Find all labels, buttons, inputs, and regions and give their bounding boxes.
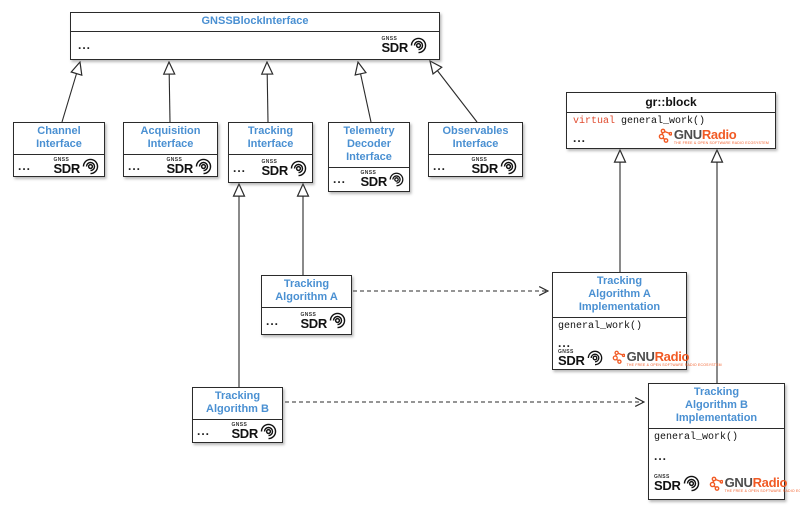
members-ellipsis: ... — [654, 449, 668, 464]
gnss-sdr-logo-top-text: GNSS — [53, 157, 70, 164]
method-name: general_work() — [615, 116, 706, 128]
gnss-sdr-logo: GNSS SDR — [166, 157, 213, 176]
gnss-sdr-logo: GNSS SDR — [654, 474, 701, 493]
gnuradio-tagline: THE FREE & OPEN SOFTWARE RADIO ECOSYSTEM — [724, 488, 800, 493]
gnss-sdr-logo-top-text: GNSS — [471, 157, 488, 164]
sdr-spiral-icon — [195, 158, 212, 175]
gnss-sdr-logo-main-text: SDR — [166, 161, 193, 177]
gnss-sdr-logo-main-text: SDR — [654, 478, 681, 494]
method-signature: general_work() — [654, 431, 739, 443]
method-signature: virtual general_work() — [573, 116, 705, 129]
inheritance-arrow-telemetry — [358, 62, 372, 123]
members-ellipsis: ... — [333, 172, 347, 187]
gnuradio-logo: GNURadio THE FREE & OPEN SOFTWARE RADIO … — [658, 128, 769, 146]
gnuradio-gnu-text: GNU — [724, 474, 753, 490]
gnss-sdr-logo: GNSS SDR — [231, 422, 278, 441]
class-box-tracking-interface: Tracking Interface ... GNSS SDR — [228, 122, 313, 183]
members-ellipsis: ... — [433, 159, 447, 174]
members-ellipsis: ... — [266, 313, 280, 328]
sdr-spiral-icon — [500, 158, 517, 175]
class-title: Tracking Interface — [229, 123, 312, 155]
sdr-spiral-icon — [82, 158, 99, 175]
class-box-telemetry-decoder-interface: Telemetry Decoder Interface ... GNSS SDR — [328, 122, 410, 192]
gnss-sdr-logo-main-text: SDR — [300, 315, 327, 331]
members-ellipsis: ... — [78, 38, 92, 53]
class-box-tracking-algorithm-a-implementation: Tracking Algorithm A Implementation gene… — [552, 272, 722, 370]
sdr-spiral-icon — [587, 351, 602, 366]
class-box-observables-interface: Observables Interface ... GNSS SDR — [428, 122, 523, 177]
inheritance-arrow-tracking — [267, 62, 268, 123]
gnuradio-gnu-text: GNU — [673, 126, 702, 142]
gnuradio-gnu-text: GNU — [626, 348, 655, 364]
gnuradio-radio-text: Radio — [701, 126, 737, 142]
sdr-spiral-icon — [260, 423, 277, 440]
gnss-sdr-logo-main-text: SDR — [261, 163, 288, 179]
members-ellipsis: ... — [558, 336, 572, 351]
class-title: Acquisition Interface — [124, 123, 217, 155]
gnss-sdr-logo: GNSS SDR — [471, 157, 518, 176]
gnuradio-tagline: THE FREE & OPEN SOFTWARE RADIO ECOSYSTEM — [673, 140, 769, 145]
class-box-tracking-algorithm-a: Tracking Algorithm A ... GNSS SDR — [261, 275, 352, 335]
class-title: Observables Interface — [429, 123, 522, 155]
class-box-channel-interface: Channel Interface ... GNSS SDR — [13, 122, 105, 177]
class-title: Tracking Algorithm B Implementation — [649, 384, 784, 429]
gnss-sdr-logo-top-text: GNSS — [360, 170, 377, 177]
sdr-spiral-icon — [389, 172, 404, 187]
class-title: gr::block — [567, 93, 775, 114]
gnuradio-radio-text: Radio — [654, 348, 690, 364]
gnss-sdr-logo-main-text: SDR — [231, 426, 258, 442]
gnss-sdr-logo: GNSS SDR — [261, 159, 308, 178]
gnss-sdr-logo-top-text: GNSS — [261, 159, 278, 166]
members-ellipsis: ... — [18, 159, 32, 174]
gnss-sdr-logo-top-text: GNSS — [381, 36, 398, 43]
inheritance-arrow-observables — [430, 61, 478, 123]
sdr-spiral-icon — [683, 475, 699, 492]
gnuradio-icon — [709, 476, 723, 491]
sdr-spiral-icon — [329, 313, 346, 329]
gnuradio-icon — [658, 128, 672, 143]
gnss-sdr-logo-main-text: SDR — [381, 40, 408, 56]
gnss-sdr-logo: GNSS SDR — [381, 36, 428, 55]
class-box-acquisition-interface: Acquisition Interface ... GNSS SDR — [123, 122, 218, 177]
gnss-sdr-logo-top-text: GNSS — [166, 157, 183, 164]
gnuradio-logo: GNURadio THE FREE & OPEN SOFTWARE RADIO … — [709, 476, 800, 494]
gnss-sdr-logo-top-text: GNSS — [654, 474, 670, 481]
class-box-tracking-algorithm-b-implementation: Tracking Algorithm B Implementation gene… — [648, 383, 800, 500]
gnss-sdr-logo: GNSS SDR — [360, 171, 405, 188]
gnss-sdr-logo-top-text: GNSS — [558, 349, 574, 356]
inheritance-arrow-acquisition — [169, 62, 170, 123]
class-title: Channel Interface — [14, 123, 104, 155]
method-signature: general_work() — [558, 320, 643, 332]
class-box-tracking-algorithm-b: Tracking Algorithm B ... GNSS SDR — [192, 387, 283, 443]
gnss-sdr-logo: GNSS SDR — [53, 157, 100, 176]
members-ellipsis: ... — [233, 161, 247, 176]
gnuradio-logo: GNURadio THE FREE & OPEN SOFTWARE RADIO … — [612, 350, 722, 368]
gnss-sdr-logo-top-text: GNSS — [231, 422, 248, 429]
gnss-sdr-logo-main-text: SDR — [471, 161, 498, 177]
gnss-sdr-logo-main-text: SDR — [558, 353, 585, 369]
members-ellipsis: ... — [197, 424, 211, 439]
class-title: Tracking Algorithm A — [262, 276, 351, 308]
class-title: Tracking Algorithm B — [193, 388, 282, 420]
gnss-sdr-logo-main-text: SDR — [360, 174, 387, 190]
gnss-sdr-logo: GNSS SDR — [558, 349, 604, 367]
class-title: Tracking Algorithm A Implementation — [553, 273, 686, 318]
gnss-sdr-logo: GNSS SDR — [300, 311, 347, 330]
sdr-spiral-icon — [290, 160, 307, 177]
inheritance-arrow-channel — [61, 62, 80, 123]
gnuradio-radio-text: Radio — [752, 474, 788, 490]
members-ellipsis: ... — [128, 159, 142, 174]
members-ellipsis: ... — [573, 130, 587, 145]
gnss-sdr-logo-top-text: GNSS — [300, 311, 317, 318]
gnuradio-icon — [612, 350, 625, 364]
sdr-spiral-icon — [410, 37, 427, 54]
gnss-sdr-logo-main-text: SDR — [53, 161, 80, 177]
gnuradio-tagline: THE FREE & OPEN SOFTWARE RADIO ECOSYSTEM — [626, 362, 722, 367]
class-title: GNSSBlockInterface — [71, 13, 439, 32]
class-title: Telemetry Decoder Interface — [329, 123, 409, 168]
class-box-gr-block: gr::block virtual general_work() ... GNU… — [566, 92, 776, 149]
keyword-virtual: virtual — [573, 116, 616, 128]
class-box-gnss-block-interface: GNSSBlockInterface ... GNSS SDR — [70, 12, 440, 60]
